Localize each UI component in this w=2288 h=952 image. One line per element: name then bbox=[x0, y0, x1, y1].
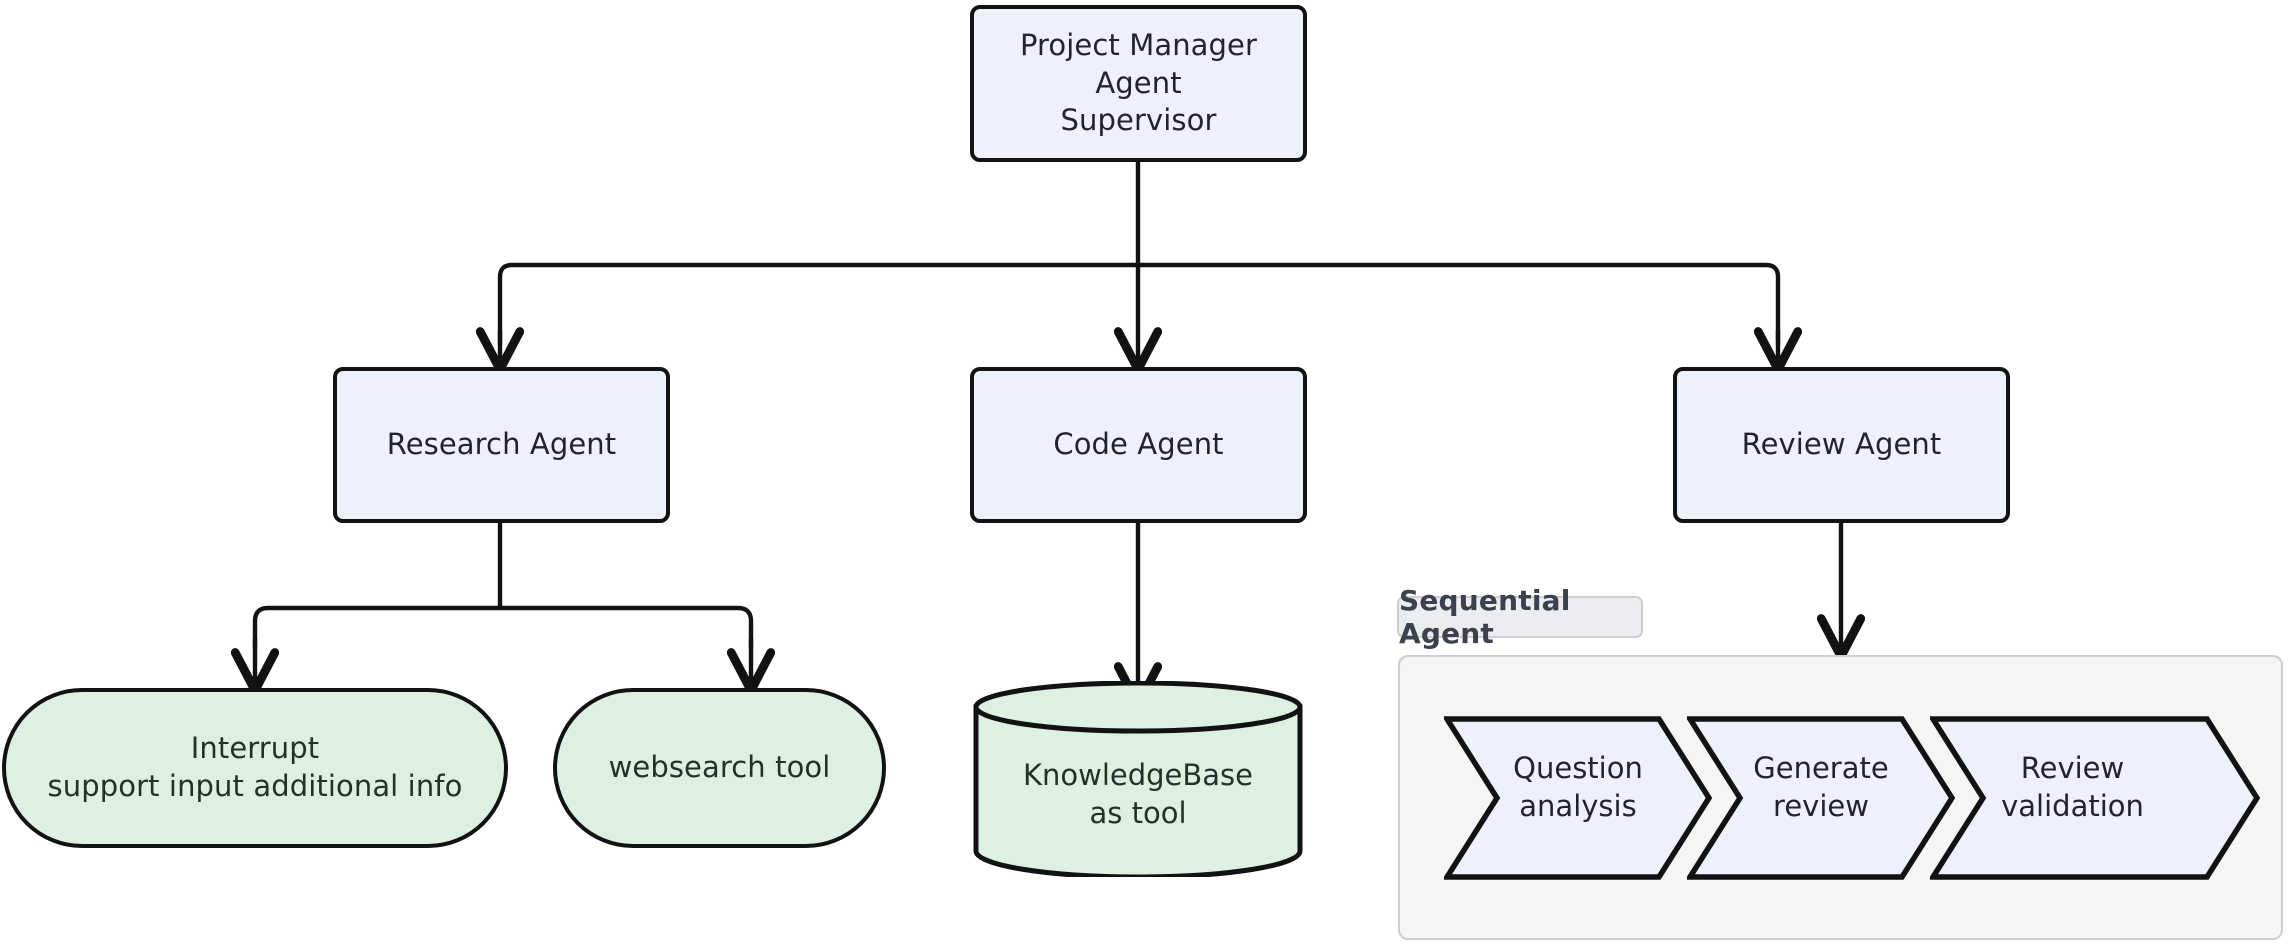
node-supervisor[interactable]: Project Manager Agent Supervisor bbox=[970, 5, 1307, 162]
node-review-agent[interactable]: Review Agent bbox=[1673, 367, 2010, 523]
node-code-agent[interactable]: Code Agent bbox=[970, 367, 1307, 523]
chevron-shape-1 bbox=[1442, 716, 1713, 880]
sequential-step-generate-review[interactable]: Generate review bbox=[1685, 716, 1956, 880]
node-knowledgebase-tool[interactable]: KnowledgeBase as tool bbox=[972, 680, 1304, 880]
sequential-step-review-validation[interactable]: Review validation bbox=[1928, 716, 2261, 880]
node-websearch-tool[interactable]: websearch tool bbox=[553, 688, 886, 848]
node-knowledgebase-label: KnowledgeBase as tool bbox=[1022, 758, 1254, 830]
sequential-step-3-label: Review validation bbox=[2001, 751, 2144, 823]
edge-supervisor-to-review-elbow bbox=[1765, 262, 1781, 345]
sequential-step-1-label: Question analysis bbox=[1513, 751, 1643, 823]
cylinder-shape bbox=[973, 680, 1303, 880]
chevron-shape-2 bbox=[1685, 716, 1956, 880]
edge-supervisor-to-research-elbow bbox=[497, 262, 513, 345]
node-interrupt-tool[interactable]: Interrupt support input additional info bbox=[2, 688, 508, 848]
sequential-step-2-label: Generate review bbox=[1753, 751, 1889, 823]
subgraph-sequential-agent-label: Sequential Agent bbox=[1397, 584, 1643, 650]
chevron-shape-3 bbox=[1928, 716, 2261, 880]
sequential-step-question-analysis[interactable]: Question analysis bbox=[1442, 716, 1713, 880]
node-research-agent[interactable]: Research Agent bbox=[333, 367, 670, 523]
edge-research-to-interrupt-elbow bbox=[252, 605, 269, 648]
edge-research-to-websearch-elbow bbox=[737, 605, 754, 648]
